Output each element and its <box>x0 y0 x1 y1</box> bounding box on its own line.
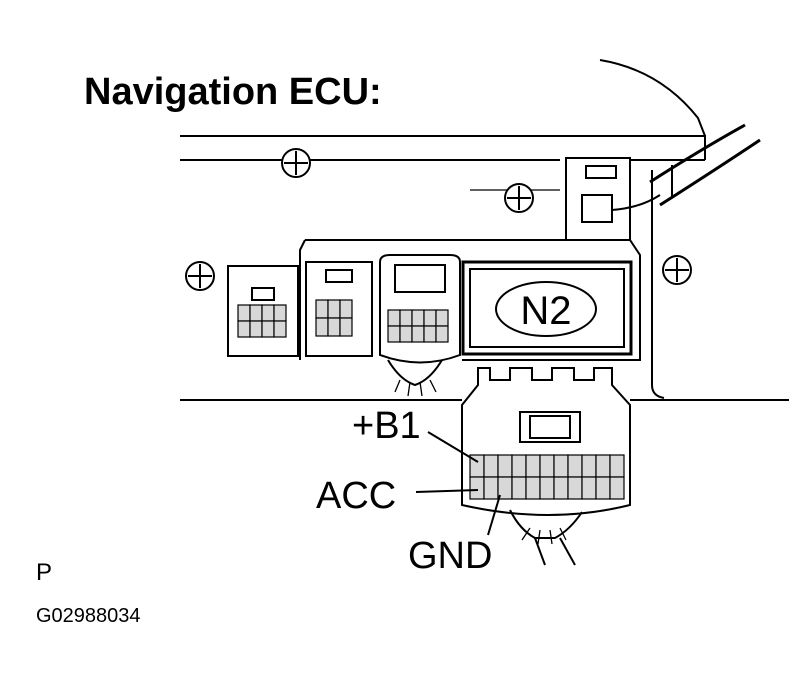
footer-mark: P <box>36 559 52 586</box>
screw-icon <box>662 255 692 285</box>
diagram-title: Navigation ECU: <box>84 71 382 113</box>
n2-label: N2 <box>520 289 571 333</box>
callout-acc: ACC <box>316 475 396 517</box>
connector-left <box>227 265 299 357</box>
screw-icon <box>504 183 534 213</box>
screw-icon <box>185 261 215 291</box>
connector-middle <box>305 261 373 357</box>
screw-icon <box>281 148 311 178</box>
connector-plugged <box>379 254 461 397</box>
callout-b1: +B1 <box>352 405 421 447</box>
figure-code: G02988034 <box>36 605 141 627</box>
callout-gnd: GND <box>408 535 492 577</box>
top-connector <box>565 123 761 241</box>
n2-socket: N2 <box>461 260 633 356</box>
ecu-housing <box>180 59 789 401</box>
callout-leaders <box>415 431 501 536</box>
connector-block <box>299 239 641 361</box>
n2-plug <box>461 367 631 566</box>
